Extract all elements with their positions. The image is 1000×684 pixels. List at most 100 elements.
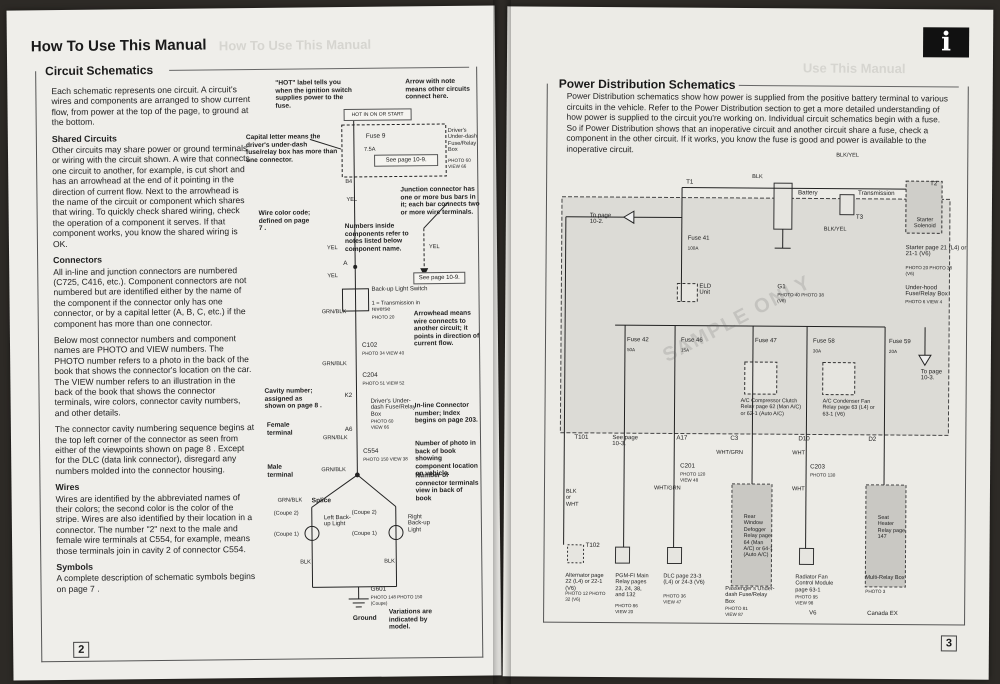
hot-label-box: HOT IN ON OR START	[343, 108, 412, 122]
b4-label: B4	[345, 178, 353, 186]
left-branch-wire	[311, 474, 358, 508]
drivers-fuse-box-outline	[341, 123, 447, 178]
leader-junction	[423, 201, 449, 229]
t102-label: T102	[585, 541, 600, 549]
power-distribution-schematic	[559, 180, 951, 588]
drivers-box-photo-2: PHOTO 60 VIEW 66	[370, 418, 394, 431]
seat-heater-relay-label: Seat Heater Relay page 147	[877, 514, 905, 541]
transmission-label: Transmission	[858, 189, 895, 198]
c102-photo: PHOTO 34 VIEW 40	[362, 350, 405, 356]
see-page-10-9-box: See page 10-9.	[374, 154, 439, 167]
note-inline-connector: In-line Connector number; Index begins o…	[414, 401, 478, 425]
wire-yel-1: YEL	[346, 196, 358, 204]
note-splice: Splice	[311, 497, 332, 505]
pgmfi-relay-label: PGM-FI Main Relay pages 23, 24, 38, and …	[615, 573, 649, 599]
see-page-10-9-box-2: See page 10-9.	[413, 271, 466, 285]
coupe-1-left: (Coupe 1)	[273, 531, 299, 538]
right-light-wire	[395, 506, 398, 587]
fuse-59-label: Fuse 59	[888, 338, 911, 346]
dlc-box	[666, 546, 683, 565]
c203-label: C203	[810, 463, 825, 471]
right-branch-wire	[357, 474, 397, 507]
fuse-58-amp: 30A	[812, 348, 822, 354]
drivers-box-label-2: Driver's Under-dash Fuse/Relay Box	[370, 398, 416, 418]
c102-label: C102	[361, 341, 378, 349]
multi-relay-box-outline	[864, 484, 907, 588]
left-light-wire	[311, 507, 314, 588]
to-page-10-3-label: To page 10-3.	[920, 369, 943, 382]
right-page: Use This Manual i Power Distribution Sch…	[502, 6, 994, 680]
drivers-box-photo: PHOTO 60 VIEW 66	[448, 157, 471, 170]
transmission-symbol	[839, 194, 855, 216]
example-schematic	[304, 110, 449, 608]
wire-grn-blk-2: GRN/BLK	[322, 361, 347, 368]
passenger-box-label: Passenger's Under-dash Fuse/Relay Box	[725, 585, 775, 605]
note-ground: Ground	[352, 614, 377, 622]
radiator-box	[798, 547, 815, 565]
starter-photo: PHOTO 20 PHOTO 38 (V6)	[905, 265, 953, 277]
battery-label: Battery	[798, 189, 818, 197]
ground-bus	[312, 586, 397, 588]
t1-label: T1	[686, 178, 694, 186]
eld-unit-box	[676, 283, 698, 303]
note-arrow: Arrow with note means other circuits con…	[405, 77, 470, 101]
eld-unit-label: ELD Unit	[699, 283, 712, 297]
wire-yel-2: YEL	[326, 245, 338, 252]
starter-box	[905, 180, 943, 234]
c554-photo: PHOTO 150 VIEW 38	[363, 456, 408, 462]
a17-label: A17	[676, 434, 688, 442]
note-wire-color: Wire color code; defined on page 7 .	[258, 209, 311, 233]
dlc-label: DLC page 23-3 (L4) or 24-3 (V6)	[663, 573, 705, 587]
variant-canada-ex-label: Canada EX	[867, 610, 898, 618]
d10-label: D10	[798, 435, 810, 443]
wire-wht-grn-2: WHT/GRN	[653, 485, 681, 492]
multi-relay-box-photo: PHOTO 3	[865, 588, 886, 594]
grn-blk-wire	[354, 266, 358, 475]
starter-label: Starter page 21 (L4) or 21-1 (V6)	[905, 245, 967, 258]
ac-condenser-relay-label: A/C Condenser Fan Relay page 63 (L4) or …	[822, 398, 875, 418]
right-light-bulb	[388, 525, 404, 541]
note-arrowhead: Arrowhead means wire connects to another…	[413, 309, 480, 348]
connector-a-label: A	[343, 260, 348, 268]
ac-comp-relay	[744, 361, 778, 395]
t2-label: T2	[930, 180, 938, 188]
wire-blk-top: BLK	[752, 174, 763, 181]
wire-wht-1: WHT	[792, 450, 806, 457]
note-hot-label: "HOT" label tells you when the ignition …	[275, 79, 352, 110]
c201-photo: PHOTO 120 VIEW 48	[680, 471, 706, 484]
wire-blk-left: BLK	[300, 559, 311, 566]
note-male-terminal: Male terminal	[267, 463, 294, 479]
c204-photo: PHOTO 51 VIEW 52	[362, 380, 405, 386]
alternator-label: Alternator page 22 (L4) or 22-1 (V6)	[565, 572, 604, 592]
left-light-label: Left Back-up Light	[323, 514, 351, 528]
wire-grn-blk-4: GRN/BLK	[321, 467, 346, 474]
t3-label: T3	[855, 213, 864, 221]
a6-label: A6	[344, 425, 353, 434]
coupe-2-right: (Coupe 2)	[351, 509, 377, 516]
splice-dot	[354, 472, 360, 478]
note-female-terminal: Female terminal	[266, 421, 293, 437]
pgmfi-photo: PHOTO 86 VIEW 20	[615, 603, 638, 615]
wire-yel-4: YEL	[327, 273, 338, 280]
alternator-photo: PHOTO 12 PHOTO 32 (V6)	[565, 590, 606, 603]
main-power-wire	[353, 110, 356, 267]
wire-blk-right: BLK	[384, 558, 395, 565]
t101-label: T101	[574, 433, 589, 441]
pgmfi-box	[614, 546, 631, 564]
fuse-42-amp: 50A	[626, 347, 636, 353]
ac-cond-relay	[822, 362, 856, 396]
fuse-42-label: Fuse 42	[626, 337, 649, 344]
drivers-box-label: Driver's Under-dash Fuse/Relay Box	[447, 127, 478, 154]
wire-grn-blk-5: GRN/BLK	[277, 497, 303, 504]
variant-v6-label: V6	[809, 610, 817, 617]
note-junction: Junction connector has one or more bus b…	[400, 185, 480, 217]
c204-label: C204	[362, 371, 378, 379]
radiator-fan-label: Radiator Fan Control Module page 63-1	[795, 574, 834, 594]
battery-feed	[682, 187, 907, 190]
defog-feed	[751, 326, 754, 485]
junction-dot	[353, 264, 358, 269]
wire-blk-or-wht: BLK or WHT	[565, 488, 579, 508]
main-bus	[680, 187, 683, 302]
d2-label: D2	[868, 435, 877, 443]
dlc-photo: PHOTO 36 VIEW 47	[663, 593, 686, 605]
